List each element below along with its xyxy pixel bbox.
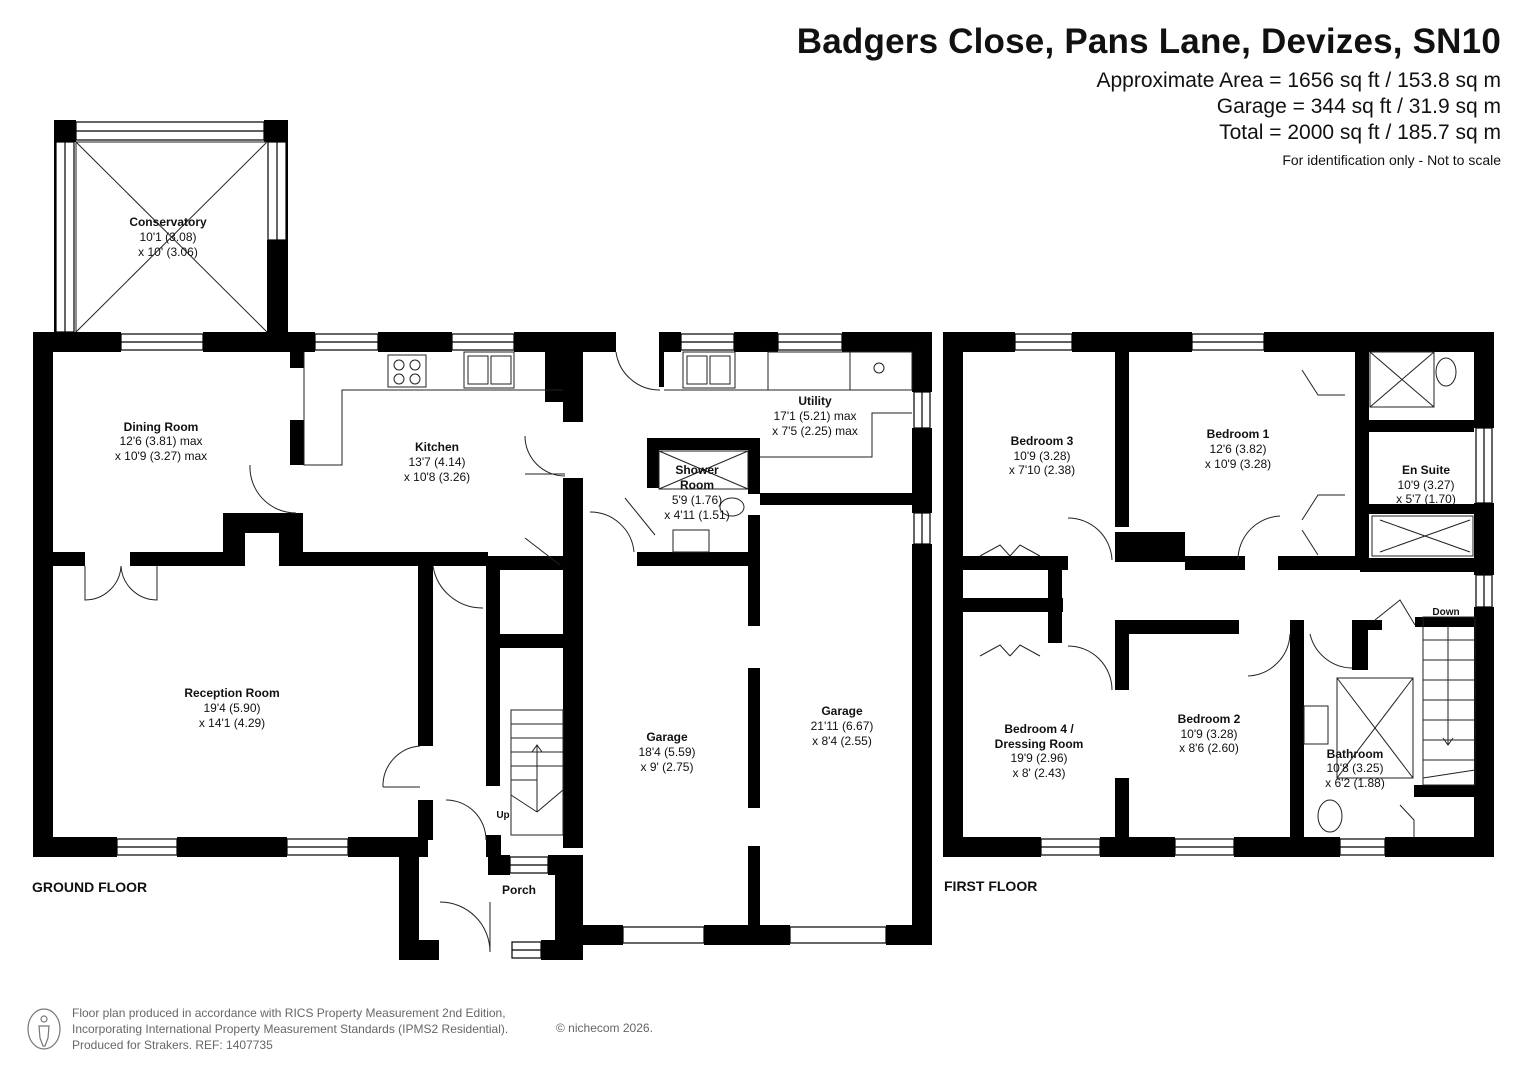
shower-room-name-2: Room — [680, 478, 714, 492]
copyright: © nichecom 2026. — [556, 1021, 653, 1035]
conservatory-dim2: x 10' (3.06) — [138, 245, 198, 259]
scale-note: For identification only - Not to scale — [1282, 152, 1501, 168]
footer-line-1: Floor plan produced in accordance with R… — [72, 1006, 506, 1020]
bedroom-3-dim1: 10'9 (3.28) — [1014, 449, 1071, 463]
bedroom-2-dim2: x 8'6 (2.60) — [1179, 741, 1239, 755]
stairs-up-label: Up — [496, 810, 509, 821]
porch-name: Porch — [502, 883, 536, 897]
dining-room-name: Dining Room — [124, 420, 199, 434]
bathroom-dim1: 10'8 (3.25) — [1327, 761, 1384, 775]
reception-room-name: Reception Room — [184, 686, 279, 700]
bedroom-1-dim2: x 10'9 (3.28) — [1205, 457, 1271, 471]
bedroom-1-name: Bedroom 1 — [1207, 427, 1270, 441]
bedroom-4-name-1: Bedroom 4 / — [1004, 722, 1074, 736]
garage-left-dim2: x 9' (2.75) — [641, 760, 694, 774]
garage-right-dim2: x 8'4 (2.55) — [812, 734, 872, 748]
kitchen-dim1: 13'7 (4.14) — [409, 455, 466, 469]
bedroom-2-dim1: 10'9 (3.28) — [1181, 727, 1238, 741]
bedroom-4-dim1: 19'9 (2.96) — [1011, 751, 1068, 765]
property-title: Badgers Close, Pans Lane, Devizes, SN10 — [796, 22, 1501, 61]
plan-header: Badgers Close, Pans Lane, Devizes, SN10 … — [797, 22, 1501, 168]
kitchen-name: Kitchen — [415, 440, 459, 454]
approx-area: Approximate Area = 1656 sq ft / 153.8 sq… — [1096, 69, 1502, 92]
measurement-person-icon — [27, 1008, 61, 1050]
first-floor-windows — [1014, 333, 1493, 856]
garage-left-name: Garage — [646, 730, 688, 744]
conservatory-name: Conservatory — [129, 215, 207, 229]
conservatory-dim1: 10'1 (3.08) — [140, 230, 197, 244]
bedroom-1-dim1: 12'6 (3.82) — [1210, 442, 1267, 456]
garage-area: Garage = 344 sq ft / 31.9 sq m — [1216, 95, 1501, 118]
dining-room-dim1: 12'6 (3.81) max — [120, 434, 203, 448]
bedroom-4-dim2: x 8' (2.43) — [1013, 766, 1066, 780]
bedroom-2-name: Bedroom 2 — [1178, 712, 1241, 726]
garage-right-dim1: 21'11 (6.67) — [811, 719, 874, 733]
shower-room-dim1: 5'9 (1.76) — [672, 493, 722, 507]
garage-left-dim1: 18'4 (5.59) — [639, 745, 696, 759]
bathroom-dim2: x 6'2 (1.88) — [1325, 776, 1385, 790]
fixtures-and-doors — [75, 141, 1476, 953]
dining-room-dim2: x 10'9 (3.27) max — [115, 449, 207, 463]
kitchen-dim2: x 10'8 (3.26) — [404, 470, 470, 484]
ground-floor-walls — [33, 120, 932, 960]
bedroom-4-name-2: Dressing Room — [995, 737, 1084, 751]
garage-right-name: Garage — [821, 704, 863, 718]
first-floor-label: FIRST FLOOR — [944, 878, 1038, 894]
bedroom-3-name: Bedroom 3 — [1011, 434, 1074, 448]
utility-name: Utility — [798, 394, 832, 408]
bedroom-3-dim2: x 7'10 (2.38) — [1009, 463, 1075, 477]
total-area: Total = 2000 sq ft / 185.7 sq m — [1219, 121, 1501, 144]
utility-dim1: 17'1 (5.21) max — [774, 409, 857, 423]
reception-room-dim1: 19'4 (5.90) — [204, 701, 261, 715]
en-suite-dim1: 10'9 (3.27) — [1398, 478, 1455, 492]
footer-line-2: Incorporating International Property Mea… — [72, 1022, 509, 1036]
ground-floor-windows — [55, 121, 931, 959]
footer-line-3: Produced for Strakers. REF: 1407735 — [72, 1038, 273, 1052]
en-suite-dim2: x 5'7 (1.70) — [1396, 492, 1456, 506]
reception-room-dim2: x 14'1 (4.29) — [199, 716, 265, 730]
stairs-down-label: Down — [1432, 607, 1459, 618]
ground-floor-label: GROUND FLOOR — [32, 879, 148, 895]
footer-text: Floor plan produced in accordance with R… — [72, 1005, 508, 1053]
shower-room-name-1: Shower — [675, 463, 719, 477]
first-floor-walls — [943, 332, 1494, 857]
bathroom-name: Bathroom — [1327, 747, 1384, 761]
shower-room-dim2: x 4'11 (1.51) — [664, 508, 729, 522]
en-suite-name: En Suite — [1402, 463, 1450, 477]
utility-dim2: x 7'5 (2.25) max — [772, 424, 858, 438]
